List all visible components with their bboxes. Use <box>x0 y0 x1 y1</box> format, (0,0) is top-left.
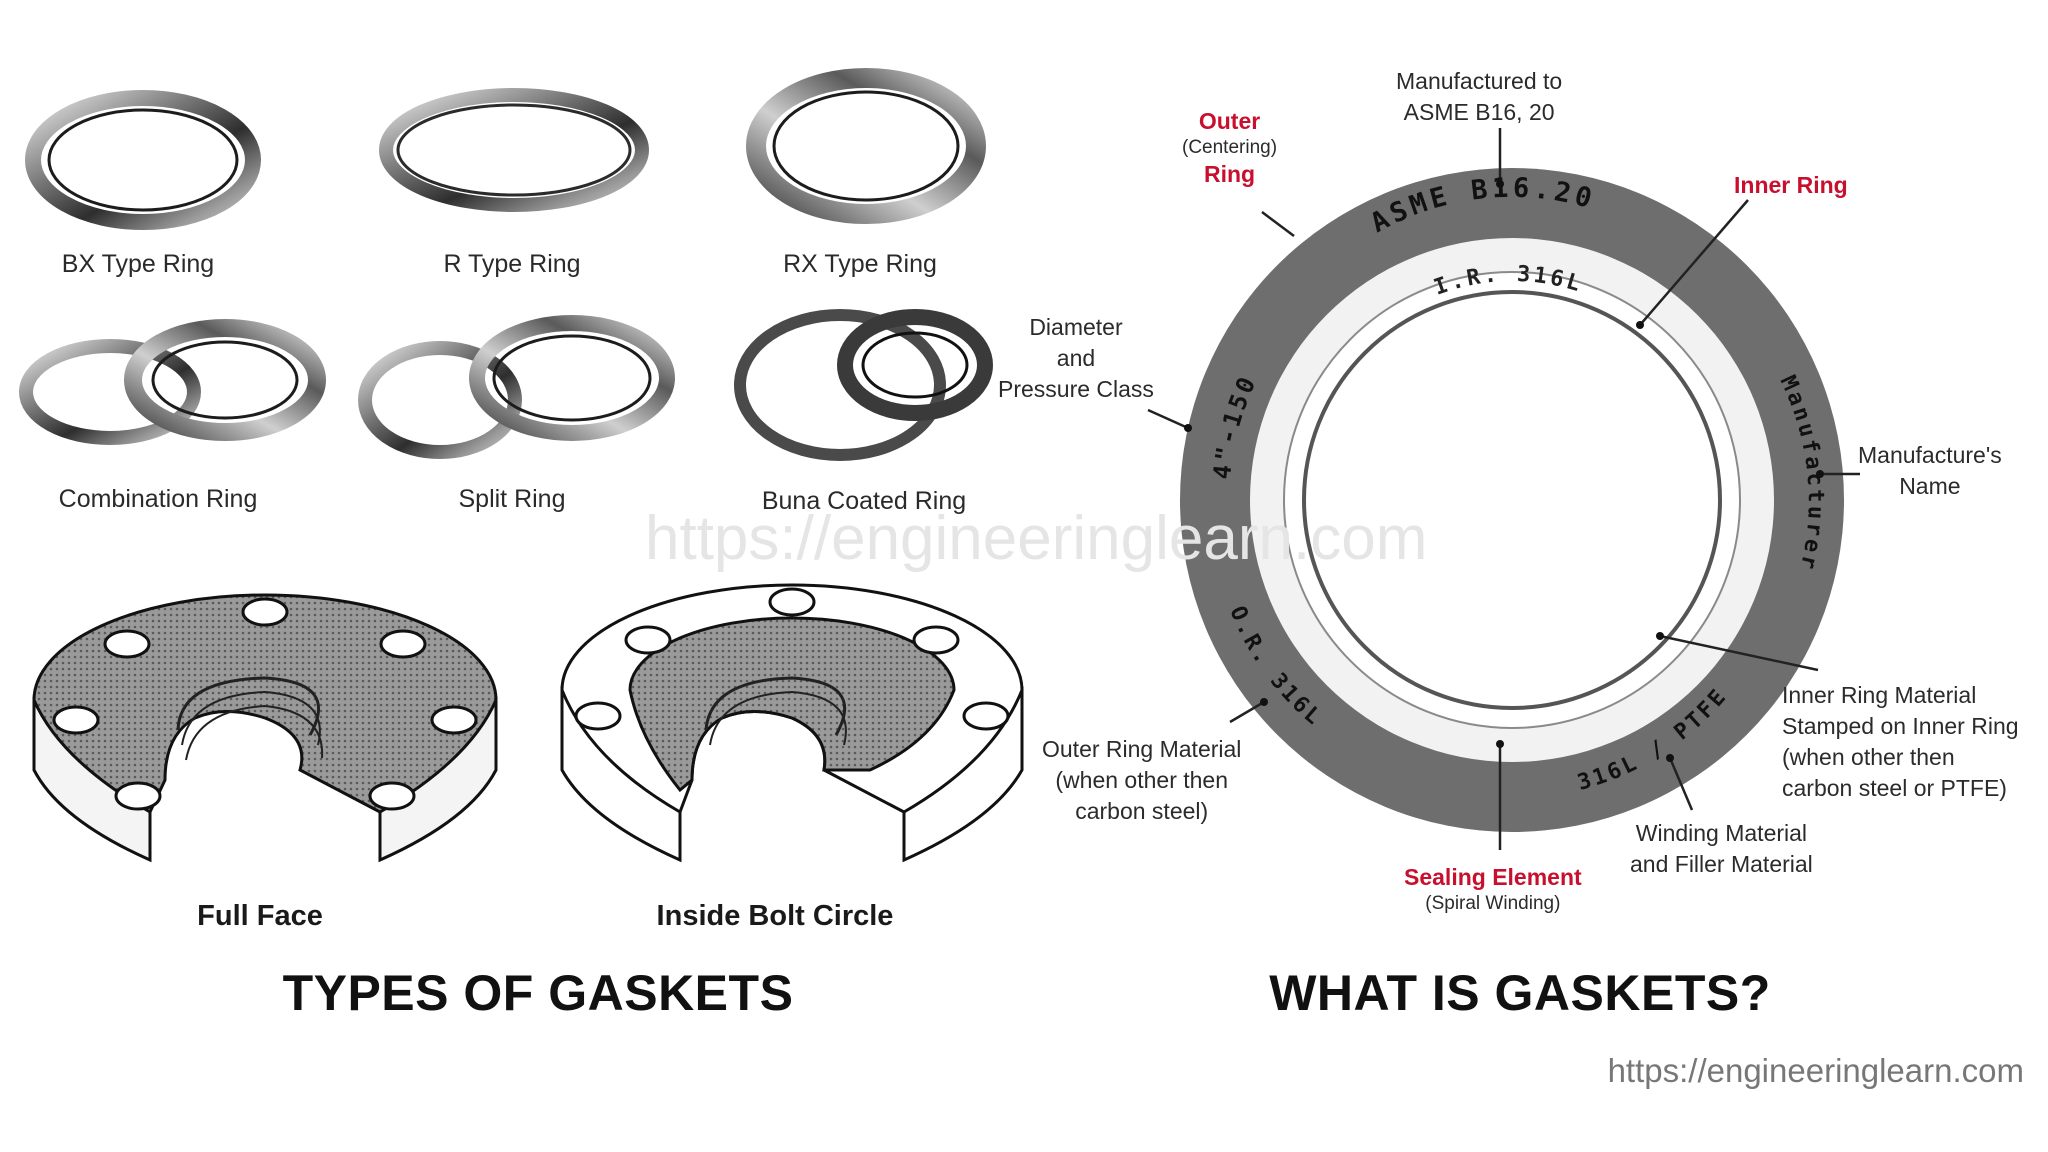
footer-site-url: https://engineeringlearn.com <box>1607 1052 2024 1089</box>
annotation-manufactured-to: Manufactured to ASME B16, 20 <box>1396 68 1563 125</box>
annotation-leader-dots <box>1184 180 1824 762</box>
ring-label-rx: RX Type Ring <box>783 250 937 278</box>
annotation-manufacturer-name: Manufacture's Name <box>1858 442 2002 499</box>
ring-label-bx: BX Type Ring <box>61 250 215 278</box>
what-is-gaskets-title: WHAT IS GASKETS? <box>1269 965 1771 1021</box>
flange-label-full-face: Full Face <box>197 900 323 932</box>
annotation-diameter-pressure: Diameter and Pressure Class <box>998 314 1154 402</box>
combination-ring-image <box>19 319 326 445</box>
r-ring-image <box>379 88 649 212</box>
inside-bolt-circle-gasket-image <box>560 583 1024 863</box>
annotation-sealing-element: Sealing Element (Spiral Winding) <box>1404 864 1582 914</box>
annotation-inner-ring: Inner Ring <box>1734 172 1848 198</box>
bx-ring-image <box>25 90 261 230</box>
annotation-outer-ring-material: Outer Ring Material (when other then car… <box>1042 736 1242 824</box>
full-face-gasket-image <box>32 593 498 863</box>
split-ring-image <box>358 315 675 459</box>
annotation-inner-ring-material: Inner Ring Material Stamped on Inner Rin… <box>1782 682 2019 801</box>
annotation-leaders <box>1147 128 1860 850</box>
ring-label-r: R Type Ring <box>443 250 581 278</box>
spiral-wound-gasket <box>1180 168 1844 832</box>
rx-ring-image <box>746 68 986 224</box>
annotation-outer-ring: Outer (Centering) Ring <box>1182 108 1278 187</box>
types-of-gaskets-title: TYPES OF GASKETS <box>282 965 794 1021</box>
ring-label-split: Split Ring <box>458 485 566 513</box>
watermark: https://engineeringlearn.com <box>645 504 1428 573</box>
ring-label-combination: Combination Ring <box>58 485 258 513</box>
buna-ring-image <box>734 309 993 461</box>
ring-label-buna: Buna Coated Ring <box>761 487 967 515</box>
annotation-winding-material: Winding Material and Filler Material <box>1630 820 1813 877</box>
flange-label-inside-bolt-circle: Inside Bolt Circle <box>656 900 894 932</box>
